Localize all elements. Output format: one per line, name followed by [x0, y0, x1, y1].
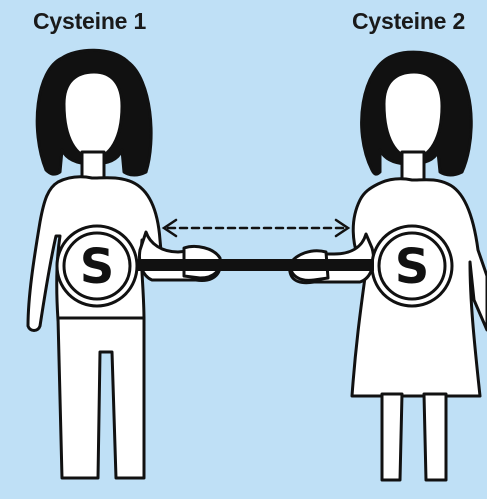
- right-sulfur-letter: S: [395, 239, 430, 295]
- left-legs: [58, 318, 144, 478]
- bond-bar-icon: [138, 259, 374, 271]
- left-face: [64, 72, 122, 158]
- left-sulfur-letter: S: [80, 239, 115, 295]
- right-face: [384, 72, 442, 158]
- right-legs: [382, 394, 446, 480]
- right-neck: [402, 152, 424, 180]
- double-arrow-icon: [164, 220, 348, 236]
